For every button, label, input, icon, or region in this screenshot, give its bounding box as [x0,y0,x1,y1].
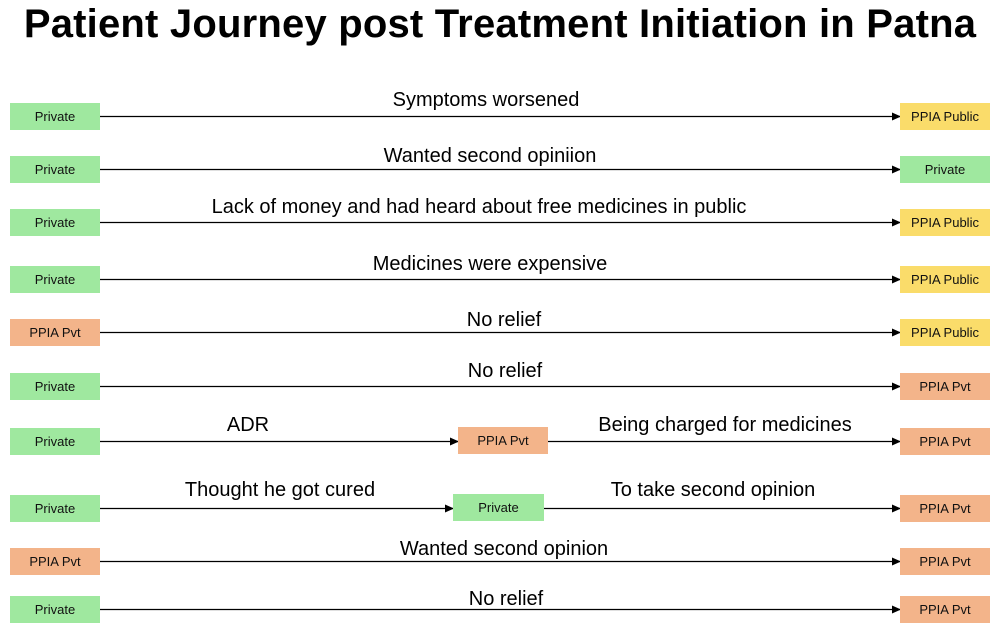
node-to-ppia-public-row-1: PPIA Public [900,103,990,130]
node-to-ppia-pvt-row-9: PPIA Pvt [900,548,990,575]
transition-reason-row-6: No relief [467,360,543,382]
node-from-ppia-pvt-row-5: PPIA Pvt [10,319,100,346]
node-to-ppia-public-row-5: PPIA Public [900,319,990,346]
node-from-private-row-2: Private [10,156,100,183]
node-via-private-row-8: Private [453,494,544,521]
node-to-ppia-public-row-3: PPIA Public [900,209,990,236]
node-to-ppia-pvt-row-10: PPIA Pvt [900,596,990,623]
node-from-private-row-3: Private [10,209,100,236]
node-from-private-row-7: Private [10,428,100,455]
node-to-ppia-pvt-row-8: PPIA Pvt [900,495,990,522]
node-to-ppia-pvt-row-7: PPIA Pvt [900,428,990,455]
node-from-private-row-1: Private [10,103,100,130]
transition-reason-row-10: No relief [468,588,544,610]
transition-reason-row-3: Lack of money and had heard about free m… [211,196,747,218]
page-title: Patient Journey post Treatment Initiatio… [23,2,977,46]
transition-reason-row-7-1: ADR [226,414,270,436]
node-via-ppia-pvt-row-7: PPIA Pvt [458,427,548,454]
node-from-private-row-10: Private [10,596,100,623]
transition-reason-row-8-2: To take second opinion [610,479,816,501]
transition-reason-row-2: Wanted second opiniion [383,145,597,167]
transition-reason-row-5: No relief [466,309,542,331]
node-to-private-row-2: Private [900,156,990,183]
transition-reason-row-7-2: Being charged for medicines [598,414,852,436]
transition-reason-row-9: Wanted second opinion [399,538,609,560]
node-to-ppia-public-row-4: PPIA Public [900,266,990,293]
node-from-ppia-pvt-row-9: PPIA Pvt [10,548,100,575]
node-from-private-row-6: Private [10,373,100,400]
transition-reason-row-8-1: Thought he got cured [184,479,376,501]
node-from-private-row-8: Private [10,495,100,522]
node-to-ppia-pvt-row-6: PPIA Pvt [900,373,990,400]
node-from-private-row-4: Private [10,266,100,293]
transition-reason-row-4: Medicines were expensive [372,253,608,275]
transition-reason-row-1: Symptoms worsened [392,89,580,111]
